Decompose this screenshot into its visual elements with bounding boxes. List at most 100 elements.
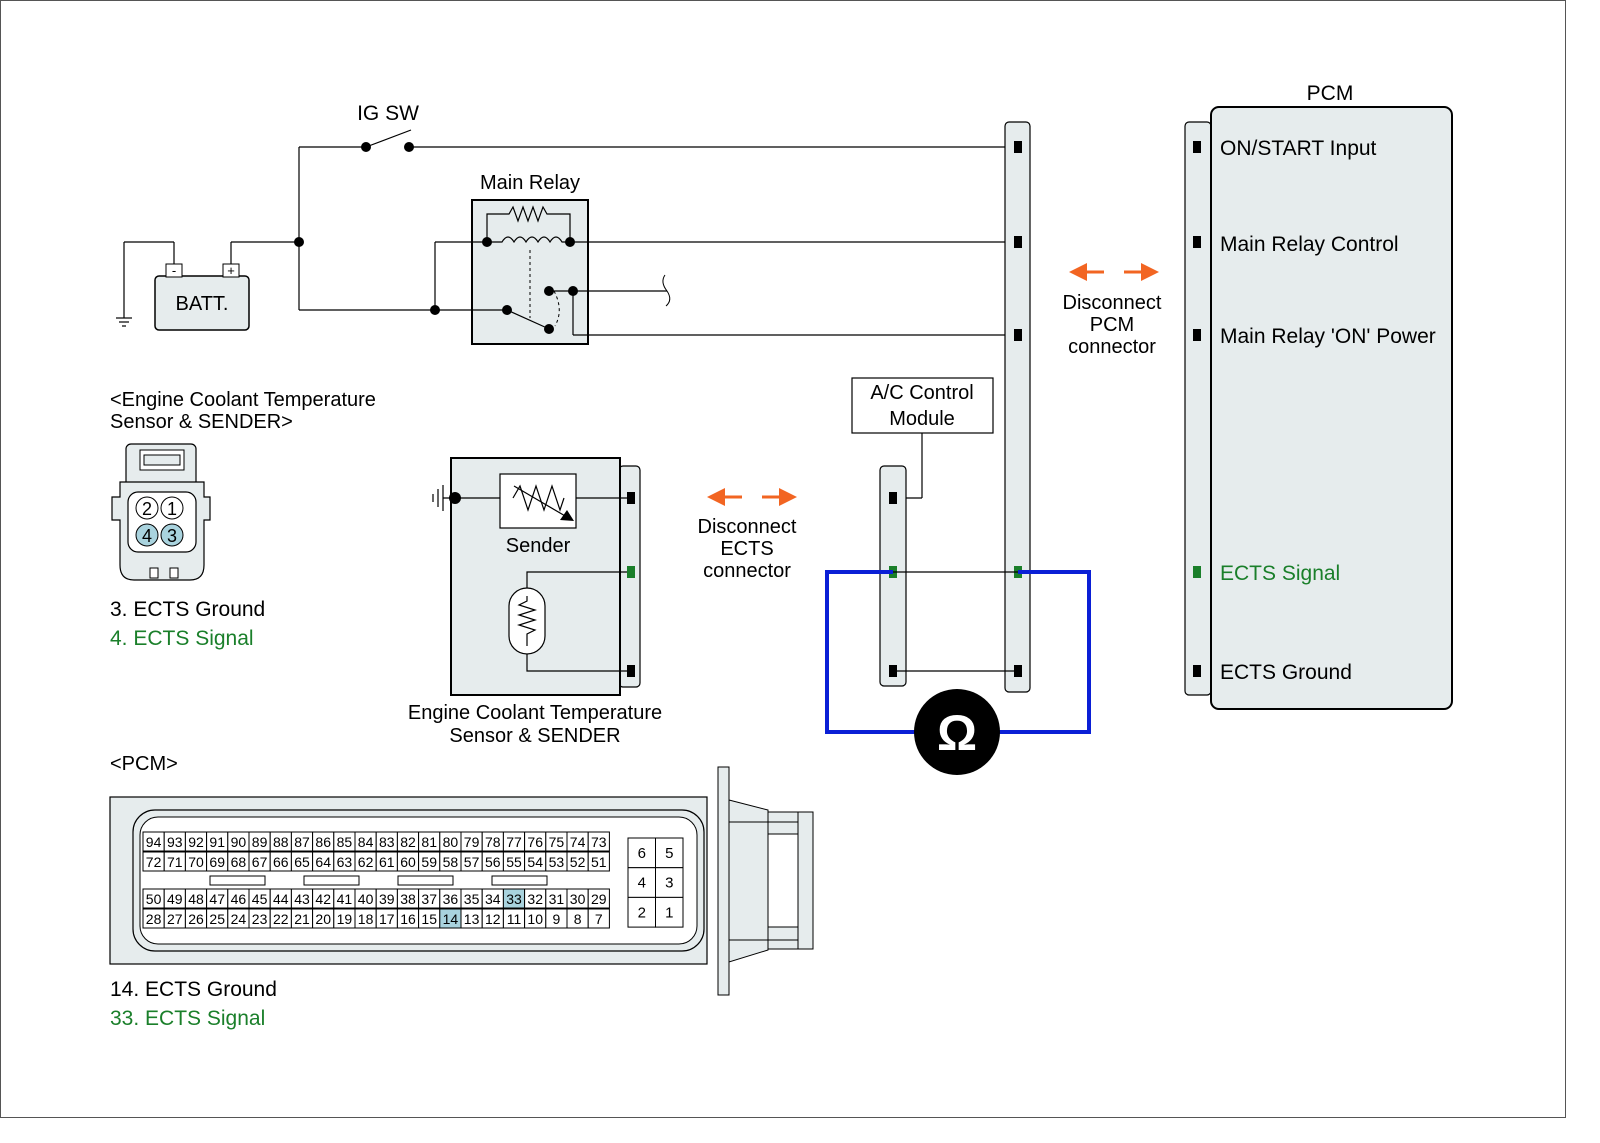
pcm-pin-cell [587, 851, 610, 872]
pcm-pin-label: 74 [570, 834, 586, 850]
pcm-pin-label: 63 [337, 854, 353, 870]
pcm-small-pin-label: 1 [665, 904, 673, 921]
pcm-pin-label: 76 [527, 834, 543, 850]
pcm-pin-label: 44 [273, 891, 289, 907]
disconnect-ects-line2: ECTS [720, 538, 773, 560]
pcm-pin-label: 89 [252, 834, 268, 850]
pcm-pin-label: 17 [379, 911, 395, 927]
pcm-pin-label: 94 [146, 834, 162, 850]
pcm-pin-label: 41 [337, 891, 353, 907]
main-relay-label: Main Relay [480, 172, 580, 194]
pcm-pin-label: 24 [231, 911, 247, 927]
pcm-pin-label: 57 [464, 854, 480, 870]
pcm-pin-label: 28 [146, 911, 162, 927]
pcm-pin-label: 56 [485, 854, 501, 870]
pcm-pin-label: 64 [315, 854, 331, 870]
pcm-pin-label: 72 [146, 854, 162, 870]
pcm-pin-label: 52 [570, 854, 586, 870]
disconnect-pcm-line2: PCM [1090, 314, 1134, 336]
disconnect-ects-line1: Disconnect [698, 516, 797, 538]
pcm-pin-label: 59 [421, 854, 437, 870]
pcm-pin-label: 61 [379, 854, 395, 870]
pcm-pin-label: 47 [209, 891, 225, 907]
pcm-small-pin-cell [655, 867, 684, 898]
ac-module-line1: A/C Control [870, 382, 973, 404]
pcm-pin-cell [587, 908, 610, 929]
pcm-pin-label: 55 [506, 854, 522, 870]
pcm-pin-label: 88 [273, 834, 289, 850]
pcm-on-start-label: ON/START Input [1220, 137, 1377, 160]
pcm-pin-label: 92 [188, 834, 204, 850]
pcm-pin-label: 12 [485, 911, 501, 927]
ig-sw-label: IG SW [357, 102, 419, 125]
pcm-pin-label: 60 [400, 854, 416, 870]
pcm-pin-label: 36 [443, 891, 459, 907]
pcm-pin-label: 22 [273, 911, 289, 927]
relay-resistor-icon [486, 205, 571, 242]
pcm-main-relay-on-power-label: Main Relay 'ON' Power [1220, 325, 1436, 348]
pcm-pin-label: 25 [209, 911, 225, 927]
ects-pin4-caption: 4. ECTS Signal [110, 627, 254, 650]
sender-label: Sender [506, 535, 571, 557]
pcm-pin-label: 46 [231, 891, 247, 907]
pcm-pin-label: 31 [549, 891, 565, 907]
pcm-pin-label: 38 [400, 891, 416, 907]
pcm-connector-title: <PCM> [110, 753, 178, 775]
pcm-pin-label: 20 [315, 911, 331, 927]
pcm-small-pin-label: 4 [638, 875, 646, 892]
sensor-caption-line2: Sensor & SENDER [449, 725, 620, 747]
pcm-pin-label: 79 [464, 834, 480, 850]
pcm-pins [1193, 141, 1201, 677]
ohmmeter-icon [914, 689, 1000, 775]
pcm-pin-label: 78 [485, 834, 501, 850]
pcm-pin-label: 51 [591, 854, 607, 870]
pcm-pin-label: 70 [188, 854, 204, 870]
pcm-pin-label: 81 [421, 834, 437, 850]
pcm-pin-label: 26 [188, 911, 204, 927]
pcm-pin-label: 80 [443, 834, 459, 850]
pcm-small-pin-label: 6 [638, 845, 646, 862]
pcm-connector-strip [1184, 121, 1212, 696]
sensor-caption-line1: Engine Coolant Temperature [408, 702, 662, 724]
pcm-pin-label: 85 [337, 834, 353, 850]
pcm-pin-label: 68 [231, 854, 247, 870]
ects-connector-title-line2: Sensor & SENDER> [110, 411, 293, 433]
pcm-pin-label: 45 [252, 891, 268, 907]
relay-coil-icon [487, 236, 570, 244]
ects-connector-title-line1: <Engine Coolant Temperature [110, 389, 376, 411]
relay-switch-blade [506, 309, 548, 329]
ects-pin-3: 3 [167, 526, 177, 546]
ac-control-module-box [851, 377, 994, 434]
pcm-pin14-caption: 14. ECTS Ground [110, 978, 277, 1001]
pcm-pin-label: 86 [315, 834, 331, 850]
pcm-pin-label: 39 [379, 891, 395, 907]
pcm-pin-label: 37 [421, 891, 437, 907]
ohm-symbol: Ω [937, 705, 977, 761]
battery-negative-label: - [172, 263, 176, 278]
pcm-small-pin-cell [655, 837, 684, 869]
pcm-pin-label: 18 [358, 911, 374, 927]
pcm-pin-label: 23 [252, 911, 268, 927]
ects-pin3-caption: 3. ECTS Ground [110, 598, 265, 621]
pcm-pin-label: 62 [358, 854, 374, 870]
pcm-pin-label: 50 [146, 891, 162, 907]
ects-pin-1: 1 [167, 499, 177, 519]
pcm-pin-label: 84 [358, 834, 374, 850]
pcm-ects-ground-label: ECTS Ground [1220, 661, 1352, 684]
pcm-pin-label: 48 [188, 891, 204, 907]
pcm-pin-label: 14 [443, 911, 459, 927]
pcm-small-pin-label: 2 [638, 904, 646, 921]
pcm-pin-label: 29 [591, 891, 607, 907]
pcm-pin-label: 71 [167, 854, 183, 870]
pcm-pin-label: 87 [294, 834, 310, 850]
pcm-box [1210, 106, 1453, 710]
battery-positive-label: + [227, 263, 235, 278]
pcm-pin-label: 77 [506, 834, 522, 850]
pcm-pin-label: 11 [507, 911, 522, 927]
pcm-pin-label: 27 [167, 911, 183, 927]
pcm-pin-label: 65 [294, 854, 310, 870]
pcm-pin-label: 19 [337, 911, 353, 927]
pcm-ects-signal-label: ECTS Signal [1220, 562, 1340, 585]
